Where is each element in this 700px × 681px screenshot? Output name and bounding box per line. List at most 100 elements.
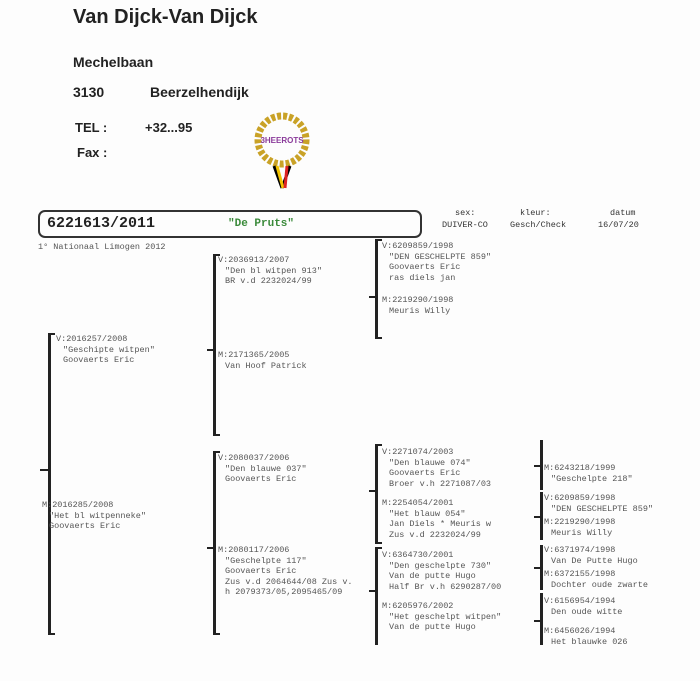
ring-number: M:6372155/1998	[544, 569, 616, 579]
grandsire-paternal-entry: V:2036913/2007"Den bl witpen 913"BR v.d …	[218, 255, 322, 287]
pigeon-ring: 6221613/2011	[47, 215, 156, 232]
sire-entry: V:2016257/2008"Geschipte witpen"Goovaert…	[56, 334, 155, 366]
entry-line: "DEN GESCHELPTE 859"	[389, 251, 492, 262]
ring-number: M:2219290/1998	[382, 295, 454, 305]
granddam-maternal-entry: M:2080117/2006"Geschelpte 117"Goovaerts …	[218, 545, 353, 598]
gen4-entry: M:6243218/1999"Geschelpte 218"	[544, 463, 633, 484]
entry-line: Half Br v.h 6290287/00	[389, 581, 502, 592]
bracket-tick	[369, 490, 378, 492]
laurel-wreath-emblem: 3HEEROTS	[254, 112, 310, 189]
entry-line: Goovaerts Eric	[225, 566, 297, 576]
bracket-tick	[369, 590, 378, 592]
tel-value: +32...95	[145, 120, 193, 135]
entry-line: Goovaerts Eric	[225, 474, 297, 484]
owner-street: Mechelbaan	[73, 54, 154, 70]
entry-line: "DEN GESCHELPTE 859"	[551, 503, 654, 514]
bracket-gen3	[375, 547, 382, 645]
grandsire-maternal-entry: V:2080037/2006"Den blauwe 037"Goovaerts …	[218, 453, 307, 485]
bracket-tick	[534, 516, 543, 518]
entry-line: "Geschipte witpen"	[63, 344, 155, 355]
gen3-entry: M:6205976/2002"Het geschelpt witpen"Van …	[382, 601, 501, 633]
dam-entry: M:2016285/2008"Het bl witpenneke"Goovaer…	[42, 500, 146, 532]
emblem-text: 3HEEROTS	[260, 136, 304, 145]
ring-number: M:6243218/1999	[544, 463, 616, 473]
entry-line: Goovaerts Eric	[49, 521, 121, 531]
entry-line: "Geschelpte 117"	[225, 555, 307, 566]
sex-value: DUIVER-CO	[442, 220, 488, 230]
bracket-tick	[40, 469, 49, 471]
bracket-tick	[207, 547, 216, 549]
owner-city: Beerzelhendijk	[150, 84, 249, 100]
entry-line: Goovaerts Eric	[63, 355, 135, 365]
ring-number: M:2171365/2005	[218, 350, 290, 360]
entry-line: Meuris Willy	[389, 305, 451, 316]
entry-line: Zus v.d 2064644/08 Zus v.	[225, 576, 353, 587]
entry-line: ras diels jan	[389, 272, 456, 283]
bracket-gen2-dam	[213, 451, 220, 635]
ring-number: V:2016257/2008	[56, 334, 128, 344]
ring-number: V:2080037/2006	[218, 453, 290, 463]
pigeon-name: "De Pruts"	[228, 218, 295, 230]
bracket-gen4	[540, 593, 543, 645]
entry-line: Van de putte Hugo	[389, 622, 476, 632]
bracket-gen1	[48, 333, 55, 635]
entry-line: Meuris Willy	[551, 527, 613, 538]
entry-line: "Den geschelpte 730"	[389, 560, 492, 571]
entry-line: Broer v.h 2271087/03	[389, 478, 492, 489]
entry-line: "Het blauw 054"	[389, 508, 466, 519]
entry-line: "Het bl witpenneke"	[49, 510, 146, 521]
gen4-entry: V:6209859/1998"DEN GESCHELPTE 859"	[544, 493, 653, 514]
ring-number: V:6209859/1998	[544, 493, 616, 503]
entry-line: "Het geschelpt witpen"	[389, 611, 502, 622]
color-value: Gesch/Check	[510, 220, 567, 230]
gen3-entry: V:6209859/1998"DEN GESCHELPTE 859"Goovae…	[382, 241, 491, 283]
date-label: datum	[610, 208, 636, 218]
bracket-gen2-sire	[213, 254, 220, 436]
entry-line: Den oude witte	[551, 606, 623, 617]
ring-number: V:6364730/2001	[382, 550, 454, 560]
entry-line: "Den blauwe 074"	[389, 457, 471, 468]
pigeon-header-box	[38, 210, 422, 238]
bracket-tick	[369, 296, 378, 298]
achievement: 1° Nationaal Limogen 2012	[38, 242, 166, 252]
entry-line: h 2079373/05,2095465/09	[225, 587, 343, 597]
ring-number: M:2254054/2001	[382, 498, 454, 508]
ring-number: M:6205976/2002	[382, 601, 454, 611]
ring-number: V:6371974/1998	[544, 545, 616, 555]
entry-line: BR v.d 2232024/99	[225, 276, 312, 286]
ring-number: V:2036913/2007	[218, 255, 290, 265]
color-label: kleur:	[520, 208, 551, 218]
ring-number: M:2219290/1998	[544, 517, 616, 527]
bracket-gen3	[375, 444, 382, 544]
entry-line: Goovaerts Eric	[389, 262, 461, 272]
owner-postcode: 3130	[73, 84, 105, 100]
owner-name: Van Dijck-Van Dijck	[73, 6, 258, 28]
ring-number: M:2080117/2006	[218, 545, 290, 555]
gen3-entry: V:2271074/2003"Den blauwe 074"Goovaerts …	[382, 447, 491, 489]
entry-line: Jan Diels * Meuris w	[389, 519, 492, 529]
bracket-tick	[534, 620, 543, 622]
ring-number: M:6456026/1994	[544, 626, 616, 636]
entry-line: Van Hoof Patrick	[225, 360, 307, 371]
entry-line: "Den bl witpen 913"	[225, 265, 322, 276]
entry-line: Zus v.d 2232024/99	[389, 529, 481, 540]
bracket-tick	[534, 567, 543, 569]
sex-label: sex:	[455, 208, 476, 218]
ring-number: V:6156954/1994	[544, 596, 616, 606]
bracket-tick	[207, 349, 216, 351]
ring-number: V:2271074/2003	[382, 447, 454, 457]
entry-line: Dochter oude zwarte	[551, 579, 648, 590]
ring-number: M:2016285/2008	[42, 500, 114, 510]
entry-line: Van De Putte Hugo	[551, 555, 638, 566]
entry-line: Het blauwke 026	[551, 636, 628, 647]
fax-label: Fax :	[77, 145, 108, 160]
entry-line: "Den blauwe 037"	[225, 463, 307, 474]
bracket-tick	[534, 465, 543, 467]
ring-number: V:6209859/1998	[382, 241, 454, 251]
